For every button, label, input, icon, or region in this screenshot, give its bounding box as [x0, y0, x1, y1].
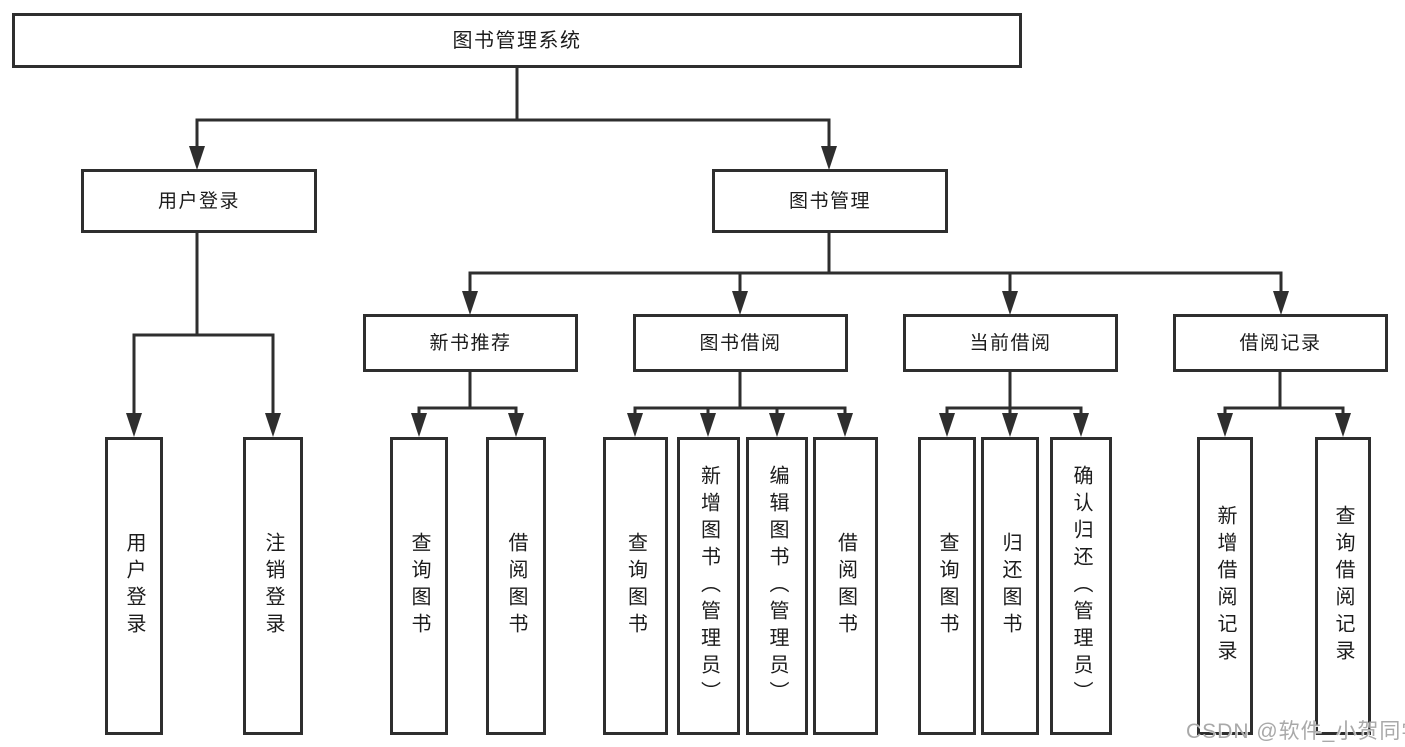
- leaf-query-books-recommend: 查询图书: [390, 437, 448, 735]
- node-library-management-system: 图书管理系统: [12, 13, 1022, 68]
- connector-recommend-branch: [417, 406, 518, 414]
- node-label: 借阅记录: [1239, 332, 1322, 354]
- arrowhead: [1073, 413, 1089, 437]
- leaf-user-login: 用户登录: [105, 437, 163, 735]
- node-label: 新书推荐: [429, 332, 512, 354]
- arrowhead: [411, 413, 427, 437]
- leaf-confirm-return-admin: 确认归还（管理员）: [1050, 437, 1112, 735]
- leaf-label: 确认归还（管理员）: [1070, 464, 1092, 708]
- leaf-label: 归还图书: [999, 532, 1021, 640]
- leaf-label: 查询借阅记录: [1332, 505, 1354, 667]
- leaf-return-books: 归还图书: [981, 437, 1039, 735]
- leaf-query-books-current: 查询图书: [918, 437, 976, 735]
- leaf-label: 查询图书: [936, 532, 958, 640]
- leaf-label: 编辑图书（管理员）: [766, 464, 788, 708]
- connector-records-branch: [1223, 406, 1345, 414]
- leaf-label: 新增图书（管理员）: [697, 464, 720, 708]
- arrowhead: [508, 413, 524, 437]
- node-label: 当前借阅: [969, 332, 1052, 354]
- connector-mgmt-branch: [468, 271, 1283, 292]
- leaf-label: 注销登录: [262, 532, 284, 640]
- node-label: 图书管理: [788, 190, 871, 212]
- arrowhead: [189, 146, 205, 170]
- arrowhead: [1273, 291, 1289, 315]
- node-current-borrowing: 当前借阅: [903, 314, 1118, 372]
- leaf-label: 查询图书: [408, 532, 430, 640]
- arrowhead: [265, 413, 281, 437]
- arrowhead: [769, 413, 785, 437]
- watermark: CSDN @软件_小贺同学: [1186, 720, 1405, 743]
- leaf-label: 新增借阅记录: [1214, 505, 1236, 667]
- arrowhead: [1217, 413, 1233, 437]
- leaf-add-books-admin: 新增图书（管理员）: [677, 437, 740, 735]
- connector-root-branch: [195, 118, 831, 147]
- node-new-book-recommend: 新书推荐: [363, 314, 578, 372]
- connector-login-branch: [132, 333, 275, 414]
- connector-current-branch: [945, 406, 1083, 414]
- node-label: 图书借阅: [699, 332, 782, 354]
- arrowhead: [939, 413, 955, 437]
- leaf-label: 查询图书: [624, 532, 647, 640]
- node-user-login: 用户登录: [81, 169, 317, 233]
- leaf-edit-books-admin: 编辑图书（管理员）: [746, 437, 808, 735]
- leaf-label: 借阅图书: [505, 532, 527, 640]
- arrowhead: [837, 413, 853, 437]
- node-label: 图书管理系统: [452, 29, 582, 52]
- arrowhead: [732, 291, 748, 315]
- arrowhead: [700, 413, 716, 437]
- leaf-logout: 注销登录: [243, 437, 303, 735]
- node-book-borrowing: 图书借阅: [633, 314, 848, 372]
- arrowhead: [462, 291, 478, 315]
- leaf-borrow-books-recommend: 借阅图书: [486, 437, 546, 735]
- leaf-label: 借阅图书: [834, 532, 857, 640]
- arrowhead: [126, 413, 142, 437]
- arrowhead: [1335, 413, 1351, 437]
- arrowhead: [1002, 413, 1018, 437]
- leaf-label: 用户登录: [123, 532, 145, 640]
- arrowhead: [1002, 291, 1018, 315]
- node-book-management: 图书管理: [712, 169, 948, 233]
- leaf-add-borrow-record: 新增借阅记录: [1197, 437, 1253, 735]
- leaf-borrow-books: 借阅图书: [813, 437, 878, 735]
- arrowhead: [627, 413, 643, 437]
- arrowhead: [821, 146, 837, 170]
- connector-borrow-branch: [633, 406, 847, 414]
- node-label: 用户登录: [157, 190, 240, 212]
- leaf-query-books-borrow: 查询图书: [603, 437, 668, 735]
- leaf-query-borrow-record: 查询借阅记录: [1315, 437, 1371, 735]
- node-borrowing-records: 借阅记录: [1173, 314, 1388, 372]
